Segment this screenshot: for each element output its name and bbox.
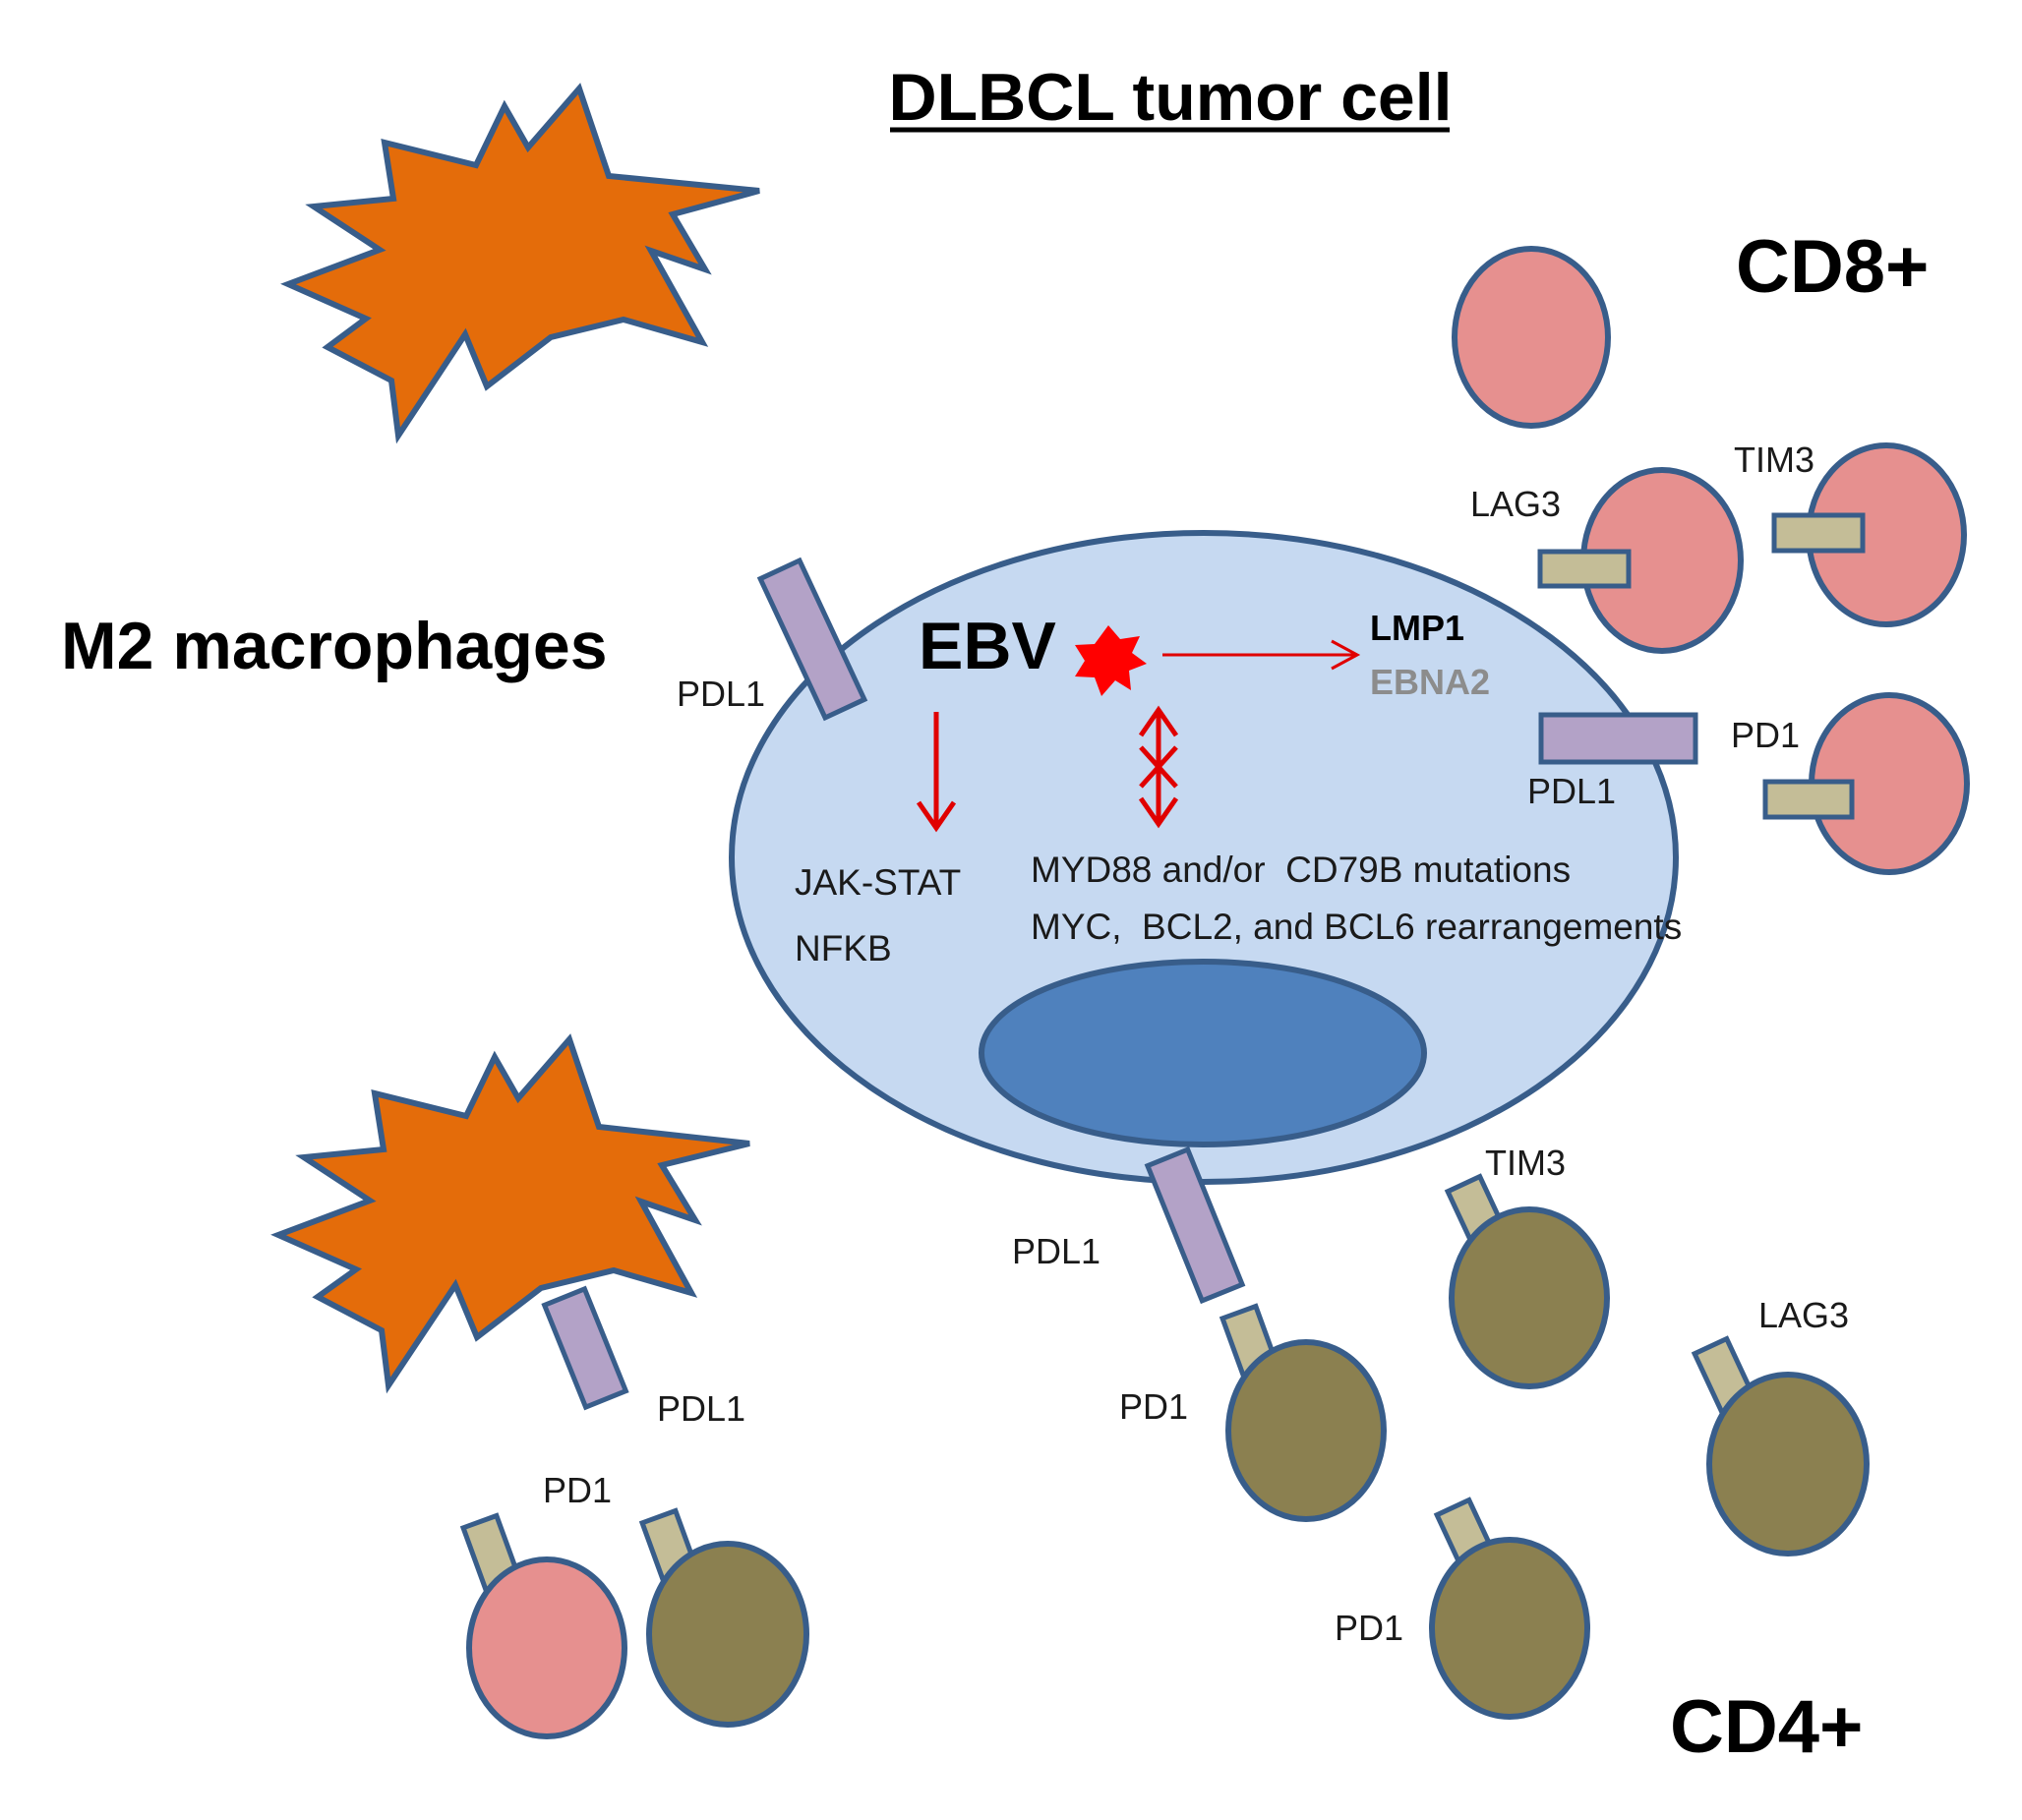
m2-macrophage-top	[280, 83, 760, 444]
lag3-receptor	[1537, 549, 1632, 589]
cd8-t-cell-lag3	[1537, 467, 1744, 654]
tumor-cell-nucleus	[979, 959, 1427, 1147]
genetic-alteration-rearrangements: MYC, BCL2, and BCL6 rearrangements	[1031, 907, 1682, 947]
pdl1-label-tumor-top: PDL1	[677, 674, 765, 714]
mutually-exclusive-arrow	[1138, 705, 1179, 829]
ebv-to-pathways-arrow	[916, 712, 957, 833]
tim3-label-cd8: TIM3	[1734, 440, 1814, 480]
pathway-jak-stat: JAK-STAT	[795, 862, 961, 903]
cd4-t-cell-tim3	[1444, 1173, 1610, 1389]
pdl1-ligand-tumor-right	[1538, 712, 1698, 765]
pd1-label-cd4-center: PD1	[1119, 1386, 1188, 1427]
lag3-label-cd8: LAG3	[1470, 484, 1561, 524]
cd8-t-cell-pd1-bottom	[459, 1512, 627, 1739]
cd8-t-cell-pd1	[1762, 692, 1970, 875]
pathway-nfkb: NFKB	[795, 928, 892, 969]
pdl1-label-macrophage: PDL1	[657, 1388, 745, 1429]
m2-macrophages-label: M2 macrophages	[61, 609, 608, 683]
pdl1-ligand-tumor-bottom	[1144, 1145, 1246, 1305]
cd4-label: CD4+	[1670, 1685, 1863, 1769]
ebv-star-icon	[1075, 625, 1147, 696]
tim3-label-cd4: TIM3	[1485, 1143, 1566, 1183]
diagram-title: DLBCL tumor cell	[888, 60, 1452, 135]
pd1-receptor	[1762, 779, 1855, 820]
cd4-t-cell-pd1-lower	[1429, 1497, 1590, 1720]
viral-protein-ebna2: EBNA2	[1370, 662, 1490, 702]
pdl1-ligand-tumor-top	[756, 557, 868, 722]
lag3-label-cd4: LAG3	[1758, 1295, 1849, 1335]
ebv-label: EBV	[919, 609, 1056, 683]
viral-protein-lmp1: LMP1	[1370, 608, 1464, 648]
pd1-label-bottom-pair: PD1	[543, 1470, 612, 1510]
tim3-receptor	[1771, 512, 1866, 554]
pdl1-label-tumor-right: PDL1	[1527, 771, 1616, 811]
tumor-cell-body	[729, 530, 1679, 1185]
pd1-label-cd4-lower: PD1	[1335, 1608, 1403, 1648]
pdl1-label-tumor-bottom: PDL1	[1012, 1231, 1100, 1271]
cd8-t-cell	[1452, 246, 1611, 429]
cd4-t-cell-pd1-center	[1219, 1303, 1387, 1522]
pd1-label-cd8: PD1	[1731, 715, 1800, 755]
cd8-t-cell-tim3	[1771, 442, 1967, 627]
cd8-label: CD8+	[1736, 225, 1929, 309]
cd4-t-cell-pd1-bottom	[638, 1507, 809, 1728]
pdl1-ligand-macrophage	[541, 1285, 629, 1411]
cd4-t-cell-lag3	[1691, 1335, 1870, 1556]
genetic-alteration-mutations: MYD88 and/or CD79B mutations	[1031, 850, 1571, 890]
m2-macrophage-bottom	[270, 1033, 750, 1394]
ebv-to-viral-proteins-arrow	[1162, 639, 1361, 671]
